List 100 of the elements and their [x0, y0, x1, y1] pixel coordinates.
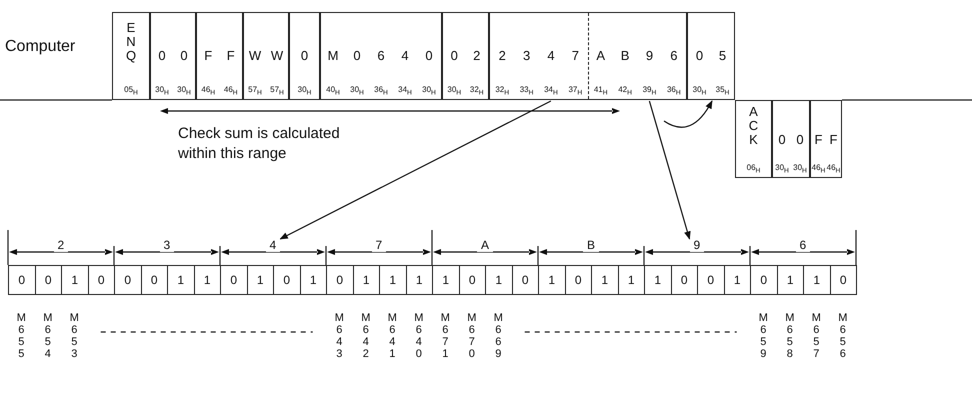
hex-code: 40$_{H}$: [325, 85, 341, 98]
device-label: M643: [334, 312, 344, 360]
frame-character: F: [814, 133, 824, 147]
bit-cell: 1: [591, 265, 618, 295]
hex-code: 30$_{H}$: [176, 85, 192, 98]
bit-cell: 1: [432, 265, 460, 295]
hex-digit-label: 2: [54, 238, 68, 252]
bit-cell: 0: [8, 265, 36, 295]
frame-character: 0: [179, 49, 189, 63]
hex-code: 30$_{H}$: [692, 85, 708, 98]
bit-cell: 1: [485, 265, 512, 295]
frame-character: 3: [522, 49, 532, 63]
frame-character: W: [248, 49, 262, 63]
bit-cell: 0: [34, 265, 62, 295]
frame-character: 5: [718, 49, 728, 63]
frame-character: 2: [472, 49, 482, 63]
frame-field-box: [196, 12, 243, 100]
frame-character: A: [595, 49, 606, 63]
device-label: M670: [467, 312, 476, 360]
device-label: M657: [812, 312, 821, 360]
bit-cell: 0: [512, 265, 539, 295]
frame-field-box: [772, 100, 810, 178]
hex-code: 06$_{H}$: [746, 163, 762, 176]
frame-field-box: [687, 12, 735, 100]
bit-cell: 0: [697, 265, 724, 295]
hex-code: 36$_{H}$: [373, 85, 389, 98]
frame-character: 0: [450, 49, 459, 63]
bit-cell: 0: [220, 265, 248, 295]
device-label: M654: [43, 312, 52, 360]
hex-code: 46$_{H}$: [811, 163, 826, 176]
frame-character: 6: [669, 49, 678, 63]
hex-code: 57$_{H}$: [269, 85, 285, 98]
device-label: M640: [414, 312, 424, 360]
frame-field-box: [489, 12, 687, 100]
frame-field-box: [810, 100, 842, 178]
device-label: M659: [758, 312, 768, 360]
hex-code: 39$_{H}$: [642, 85, 658, 98]
control-code-text: ENQ: [126, 21, 136, 63]
sender-label: Computer: [5, 38, 76, 56]
hex-code: 32$_{H}$: [468, 85, 485, 98]
frame-character: 0: [424, 49, 434, 63]
hex-code: 34$_{H}$: [397, 85, 413, 98]
bit-cell: 1: [61, 265, 88, 295]
device-label: M671: [440, 312, 450, 360]
device-label: M653: [70, 312, 79, 360]
arrow: [279, 100, 552, 240]
frame-character: 0: [777, 133, 787, 147]
arrow: [664, 100, 713, 128]
hex-digit-label: 4: [266, 238, 280, 252]
frame-field-box: [150, 12, 196, 100]
bit-cell: 0: [670, 265, 698, 295]
hex-code: 33$_{H}$: [518, 85, 534, 98]
frame-character: F: [828, 133, 838, 147]
bit-cell: 1: [194, 265, 221, 295]
bit-cell: 0: [830, 265, 857, 295]
hex-code: 42$_{H}$: [617, 85, 633, 98]
hex-digit-label: 7: [372, 238, 386, 252]
frame-character: 7: [570, 49, 580, 63]
bit-cell: 1: [379, 265, 406, 295]
hex-digit-label: 9: [690, 238, 704, 252]
control-code-cell: [735, 100, 772, 178]
bit-cell: 1: [246, 265, 274, 295]
frame-character: 9: [644, 49, 654, 63]
bit-cell: 1: [406, 265, 433, 295]
hex-digit-label: 6: [796, 238, 810, 252]
frame-character: F: [226, 49, 236, 63]
frame-character: W: [270, 49, 284, 63]
hex-code: 34$_{H}$: [543, 85, 559, 98]
hex-code: 41$_{H}$: [592, 85, 609, 98]
bit-cell: 0: [88, 265, 115, 295]
hex-code: 30$_{H}$: [349, 85, 365, 98]
frame-character: 4: [546, 49, 556, 63]
frame-character: F: [203, 49, 214, 63]
frame-character: 2: [498, 49, 507, 63]
hex-code: 30$_{H}$: [296, 85, 312, 98]
hex-code: 37$_{H}$: [567, 85, 584, 98]
hex-digit-label: A: [477, 238, 494, 252]
bit-cell: 1: [724, 265, 751, 295]
frame-character: 0: [157, 49, 167, 63]
hex-code: 30$_{H}$: [421, 85, 437, 98]
bit-cell: 0: [564, 265, 592, 295]
hex-code: 46$_{H}$: [826, 163, 841, 176]
bit-cell: 0: [326, 265, 354, 295]
hex-code: 46$_{H}$: [200, 85, 216, 98]
hex-code: 46$_{H}$: [222, 85, 239, 98]
bit-cell: 1: [618, 265, 645, 295]
bit-cell: 0: [140, 265, 168, 295]
frame-character: 0: [352, 49, 362, 63]
frame-character: 4: [400, 49, 410, 63]
frame-character: 0: [795, 133, 805, 147]
hex-code: 57$_{H}$: [247, 85, 263, 98]
bit-cell: 1: [352, 265, 380, 295]
bit-cell: 1: [644, 265, 672, 295]
bit-cell: 0: [458, 265, 486, 295]
hex-digit-label: 3: [160, 238, 174, 252]
device-label: M656: [838, 312, 848, 360]
frame-field-box: [442, 12, 489, 100]
device-label: M642: [361, 312, 370, 360]
frame-character: M: [326, 49, 340, 63]
device-label: M658: [785, 312, 794, 360]
